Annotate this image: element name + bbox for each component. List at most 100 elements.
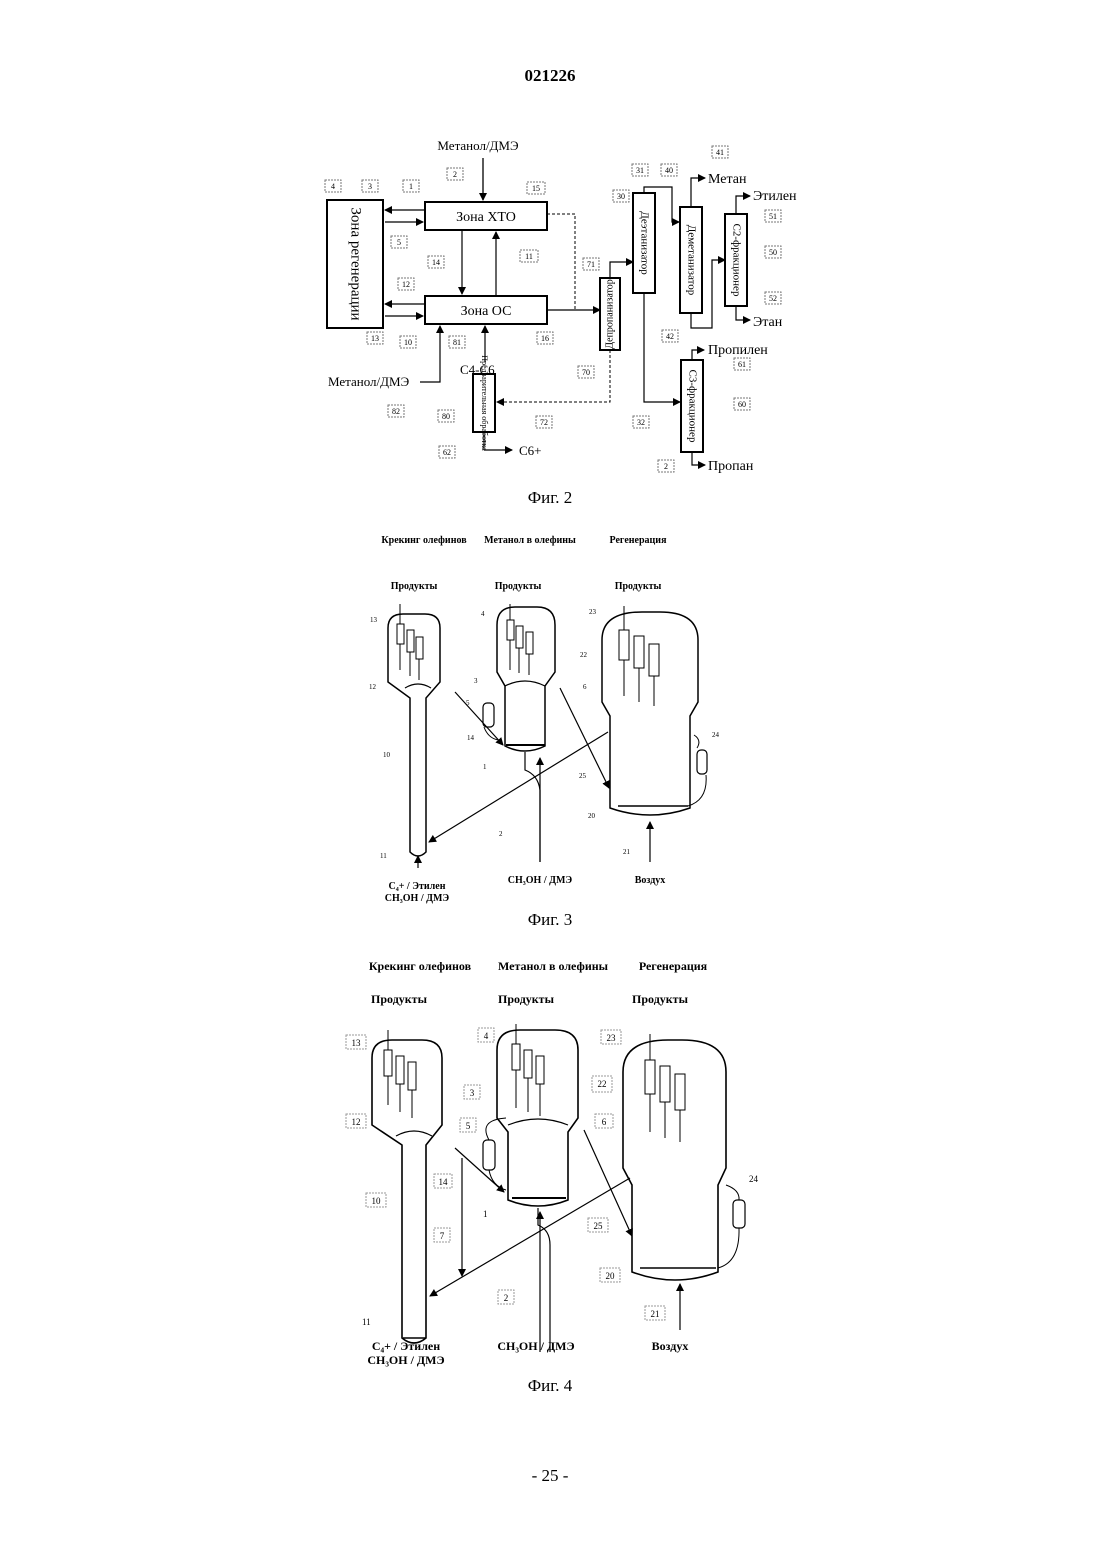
fig4-ref-2: 2 <box>498 1290 514 1304</box>
fig3-ref-14: 14 <box>467 734 475 742</box>
methanol-feed-top: Метанол/ДМЭ <box>437 138 519 153</box>
ref-72: 72 <box>536 416 552 428</box>
svg-text:3: 3 <box>368 182 372 191</box>
fig3-products-right: Продукты <box>615 581 662 592</box>
fig4-header-mto: Метанол в олефины <box>498 959 609 973</box>
svg-text:7: 7 <box>440 1231 445 1241</box>
svg-text:31: 31 <box>636 166 644 175</box>
fig3-ref-13: 13 <box>370 616 378 624</box>
fig4-heat-exchanger-24 <box>733 1200 745 1228</box>
ref-4: 4 <box>325 180 341 192</box>
ref-13: 13 <box>367 332 383 344</box>
fig3-ref-2: 2 <box>499 830 503 838</box>
methane-label: Метан <box>708 172 747 187</box>
fig3-ref-22: 22 <box>580 651 588 659</box>
fig4-ref-25: 25 <box>588 1218 608 1232</box>
svg-text:12: 12 <box>352 1117 361 1127</box>
ref-1: 1 <box>403 180 419 192</box>
ref-40: 40 <box>661 164 677 176</box>
fig4-ref-13: 13 <box>346 1035 366 1049</box>
svg-text:4: 4 <box>331 182 335 191</box>
ref-41: 41 <box>712 146 728 158</box>
fig4-ref-20: 20 <box>600 1268 620 1282</box>
svg-text:15: 15 <box>532 184 540 193</box>
ethylene-label: Этилен <box>753 189 797 204</box>
svg-text:72: 72 <box>540 418 548 427</box>
svg-text:42: 42 <box>666 332 674 341</box>
svg-text:22: 22 <box>598 1079 607 1089</box>
svg-text:51: 51 <box>769 212 777 221</box>
ref-16: 16 <box>537 332 553 344</box>
svg-text:52: 52 <box>769 294 777 303</box>
svg-text:1: 1 <box>409 182 413 191</box>
svg-text:6: 6 <box>602 1117 607 1127</box>
fig3-mto-vessel <box>497 607 555 751</box>
svg-text:14: 14 <box>432 258 440 267</box>
svg-text:40: 40 <box>665 166 673 175</box>
svg-text:23: 23 <box>607 1033 617 1043</box>
fig4-ref-21: 21 <box>645 1306 665 1320</box>
svg-text:13: 13 <box>371 334 379 343</box>
svg-text:60: 60 <box>738 400 746 409</box>
fig3-regenerator-vessel <box>602 612 698 815</box>
ref-82: 82 <box>388 405 404 417</box>
ref-right-2: 2 <box>658 460 674 472</box>
svg-text:5: 5 <box>466 1121 471 1131</box>
fig4-ref-24: 24 <box>749 1174 759 1184</box>
fig4-feed-mto: CH₃OH / ДМЭ <box>497 1339 574 1353</box>
fig4-products-right: Продукты <box>632 992 689 1006</box>
ref-62: 62 <box>439 446 455 458</box>
ref-81: 81 <box>449 336 465 348</box>
c3-fractionator-label: С3-фракционер <box>686 370 698 443</box>
fig3-feed-cracking-1: C₄+ / Этилен <box>389 881 446 892</box>
fig3-ref-25: 25 <box>579 772 587 780</box>
fig3-ref-21: 21 <box>623 848 631 856</box>
fig4-ref-7: 7 <box>434 1228 450 1242</box>
fig4-products-mid: Продукты <box>498 992 555 1006</box>
ref-10: 10 <box>400 336 416 348</box>
fig3-header-regen: Регенерация <box>610 535 668 546</box>
fig4-ref-5: 5 <box>460 1118 476 1132</box>
fig4-ref-3: 3 <box>464 1085 480 1099</box>
svg-text:20: 20 <box>606 1271 616 1281</box>
svg-text:2: 2 <box>504 1293 509 1303</box>
ref-60: 60 <box>734 398 750 410</box>
fig4-cracking-vessel <box>372 1040 442 1343</box>
svg-text:16: 16 <box>541 334 549 343</box>
svg-text:81: 81 <box>453 338 461 347</box>
fig3-header-cracking: Крекинг олефинов <box>381 535 467 546</box>
fig3-products-left: Продукты <box>391 581 438 592</box>
svg-text:82: 82 <box>392 407 400 416</box>
ref-15: 15 <box>527 182 545 194</box>
ref-80: 80 <box>438 410 454 422</box>
ref-14: 14 <box>428 256 444 268</box>
methanol-feed-left: Метанол/ДМЭ <box>328 374 410 389</box>
figure-4: Крекинг олефинов Метанол в олефины Реген… <box>346 959 759 1395</box>
fig3-ref-11: 11 <box>380 852 387 860</box>
xto-zone-label: Зона ХТО <box>456 210 516 225</box>
fig3-feed-mto: CH₃OH / ДМЭ <box>508 875 573 886</box>
ref-11: 11 <box>520 250 538 262</box>
svg-text:10: 10 <box>404 338 412 347</box>
svg-text:30: 30 <box>617 192 625 201</box>
ref-31: 31 <box>632 164 648 176</box>
fig3-ref-23: 23 <box>589 608 597 616</box>
ref-70: 70 <box>578 366 594 378</box>
fig3-ref-5: 5 <box>466 699 470 707</box>
fig4-ref-23: 23 <box>601 1030 621 1044</box>
fig3-feed-air: Воздух <box>635 875 666 886</box>
demethanizer-label: Деметанизатор <box>685 225 697 296</box>
figure-4-caption: Фиг. 4 <box>528 1376 573 1395</box>
regeneration-zone-label: Зона регенерации <box>348 207 364 320</box>
figure-3-caption: Фиг. 3 <box>528 910 573 929</box>
svg-text:2: 2 <box>664 462 668 471</box>
svg-text:5: 5 <box>397 238 401 247</box>
svg-text:80: 80 <box>442 412 450 421</box>
svg-text:12: 12 <box>402 280 410 289</box>
ref-51: 51 <box>765 210 781 222</box>
svg-text:61: 61 <box>738 360 746 369</box>
oc-zone-label: Зона ОС <box>461 304 512 319</box>
fig3-ref-10: 10 <box>383 751 391 759</box>
ref-5: 5 <box>391 236 407 248</box>
